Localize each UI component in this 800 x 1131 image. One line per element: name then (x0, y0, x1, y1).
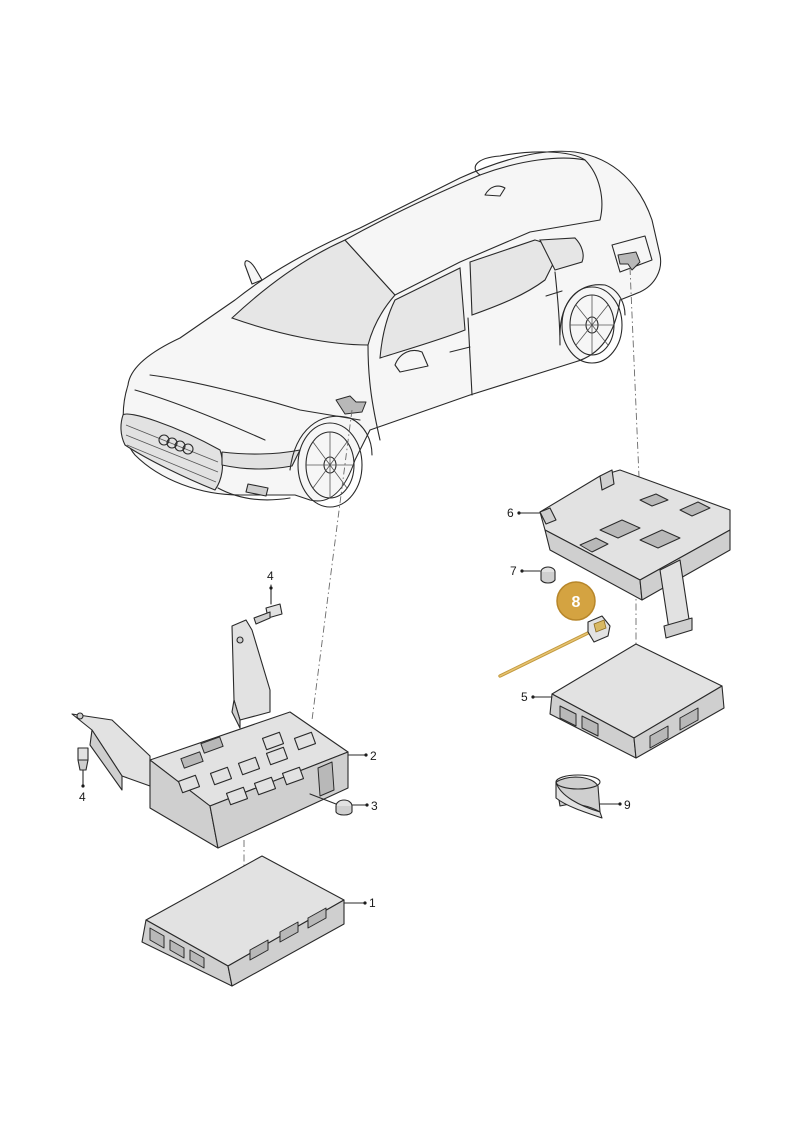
callout-label-7: 7 (510, 564, 517, 578)
control-module-1 (141, 855, 345, 987)
callout-label-8: 8 (572, 594, 581, 611)
callout-8-badge[interactable]: 8 (556, 581, 596, 621)
callout-8-circle (556, 581, 596, 621)
screw-4-top (253, 603, 283, 625)
callout-label-4-top: 4 (267, 569, 274, 583)
callout-2: 2 (347, 749, 377, 763)
callout-5: 5 (521, 690, 553, 704)
bracket-6 (539, 469, 731, 639)
callout-3: 3 (351, 799, 378, 813)
rear-location-leader (629, 267, 641, 501)
callout-1: 1 (343, 896, 376, 910)
callout-label-1: 1 (369, 896, 376, 910)
control-module-5 (549, 643, 725, 759)
control-module-2 (149, 711, 349, 849)
bracket-left (71, 619, 271, 791)
callout-label-6: 6 (507, 506, 514, 520)
audi-rings-logo (158, 434, 194, 455)
callout-7: 7 (510, 564, 541, 578)
nut-7 (540, 566, 556, 584)
rear-mount-marker (617, 251, 641, 271)
callout-4-top: 4 (267, 569, 274, 605)
front-mount-marker (335, 395, 367, 415)
tape-roll-9 (555, 774, 603, 819)
callout-label-4-bottom: 4 (79, 790, 86, 804)
callout-6: 6 (507, 506, 541, 520)
callout-label-2: 2 (370, 749, 377, 763)
front-location-leader (311, 409, 353, 721)
part-8-rod-clip (498, 615, 611, 678)
callout-label-9: 9 (624, 798, 631, 812)
callout-label-5: 5 (521, 690, 528, 704)
callout-label-3: 3 (371, 799, 378, 813)
nut-3 (309, 793, 353, 816)
car-illustration (120, 150, 662, 508)
screw-4-bottom (77, 747, 89, 771)
callout-4-bottom: 4 (79, 769, 86, 804)
callout-9: 9 (599, 798, 631, 812)
